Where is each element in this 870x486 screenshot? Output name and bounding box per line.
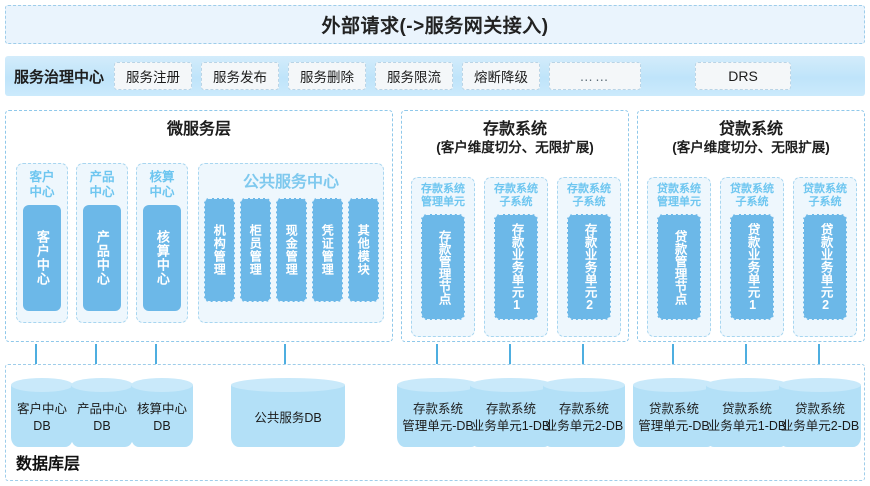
- module-label: 柜员管理: [248, 224, 263, 277]
- governance-button-throttle[interactable]: 服务限流: [375, 62, 454, 90]
- microservice-panel: 微服务层 客户 中心 客户中心 产品 中心 产品中心 核算 中心 核算中心: [5, 110, 393, 342]
- db-public-service[interactable]: 公共服务DB: [231, 378, 345, 447]
- unit-core-label: 存款业务单元2: [582, 222, 597, 312]
- module-label: 机构管理: [212, 224, 227, 277]
- unit-label: 存款系统 管理单元: [421, 183, 465, 209]
- db-loan-management[interactable]: 贷款系统 管理单元-DB: [633, 378, 715, 447]
- unit-loan-sub-1[interactable]: 贷款系统 子系统 贷款业务单元1: [720, 177, 784, 337]
- unit-loan-sub-2[interactable]: 贷款系统 子系统 贷款业务单元2: [793, 177, 857, 337]
- unit-core: 存款管理节点: [421, 214, 465, 321]
- loan-system-panel: 贷款系统 (客户维度切分、无限扩展) 贷款系统 管理单元 贷款管理节点 贷款系统…: [637, 110, 865, 342]
- db-deposit-unit-1[interactable]: 存款系统 业务单元1-DB: [470, 378, 552, 447]
- db-deposit-unit-2[interactable]: 存款系统 业务单元2-DB: [543, 378, 625, 447]
- module-cash-management[interactable]: 现金管理: [275, 198, 307, 303]
- unit-product-center[interactable]: 产品 中心 产品中心: [76, 163, 128, 323]
- unit-public-service-center[interactable]: 公共服务中心 机构管理 柜员管理 现金管理 凭证管理 其他模块: [198, 163, 384, 323]
- unit-core-label: 存款管理节点: [436, 229, 451, 305]
- unit-customer-center[interactable]: 客户 中心 客户中心: [16, 163, 68, 323]
- governance-title: 服务治理中心: [14, 68, 105, 86]
- unit-label: 贷款系统 子系统: [730, 183, 774, 209]
- db-product-center[interactable]: 产品中心 DB: [71, 378, 133, 447]
- unit-deposit-sub-1[interactable]: 存款系统 子系统 存款业务单元1: [484, 177, 548, 337]
- loan-subtitle: (客户维度切分、无限扩展): [672, 140, 830, 155]
- db-loan-unit-1[interactable]: 贷款系统 业务单元1-DB: [706, 378, 788, 447]
- unit-core-label: 产品中心: [94, 230, 110, 286]
- unit-core-label: 贷款业务单元2: [818, 222, 833, 312]
- unit-core: 贷款业务单元2: [803, 214, 847, 321]
- db-label: 存款系统 管理单元-DB: [402, 402, 474, 433]
- governance-button-delete[interactable]: 服务删除: [288, 62, 367, 90]
- unit-core: 贷款管理节点: [657, 214, 701, 321]
- unit-core: 存款业务单元2: [567, 214, 611, 321]
- unit-core-label: 客户中心: [34, 230, 50, 286]
- unit-core: 存款业务单元1: [494, 214, 538, 321]
- external-request-bar: 外部请求(->服务网关接入): [5, 5, 865, 44]
- deposit-subtitle: (客户维度切分、无限扩展): [436, 140, 594, 155]
- governance-button-circuit-breaker[interactable]: 熔断降级: [462, 62, 541, 90]
- unit-label: 存款系统 子系统: [567, 183, 611, 209]
- module-label: 其他模块: [356, 224, 371, 277]
- governance-button-register[interactable]: 服务注册: [114, 62, 193, 90]
- unit-label: 存款系统 子系统: [494, 183, 538, 209]
- unit-core: 核算中心: [143, 205, 181, 311]
- unit-core-label: 贷款业务单元1: [745, 222, 760, 312]
- unit-label: 客户 中心: [29, 170, 55, 199]
- db-label: 产品中心 DB: [76, 402, 127, 433]
- unit-loan-management[interactable]: 贷款系统 管理单元 贷款管理节点: [647, 177, 711, 337]
- db-deposit-management[interactable]: 存款系统 管理单元-DB: [397, 378, 479, 447]
- database-layer-label: 数据库层: [16, 456, 81, 473]
- db-label: 存款系统 业务单元1-DB: [471, 402, 551, 433]
- db-label: 客户中心 DB: [16, 402, 67, 433]
- unit-core-label: 贷款管理节点: [672, 229, 687, 305]
- db-customer-center[interactable]: 客户中心 DB: [11, 378, 73, 447]
- module-teller-management[interactable]: 柜员管理: [239, 198, 271, 303]
- loan-title-text: 贷款系统: [718, 121, 783, 138]
- governance-button-publish[interactable]: 服务发布: [201, 62, 280, 90]
- db-label: 存款系统 业务单元2-DB: [544, 402, 624, 433]
- governance-button-drs[interactable]: DRS: [695, 62, 792, 90]
- unit-core-label: 核算中心: [154, 230, 170, 286]
- deposit-title-text: 存款系统: [482, 121, 547, 138]
- unit-deposit-management[interactable]: 存款系统 管理单元 存款管理节点: [411, 177, 475, 337]
- service-layer: 微服务层 客户 中心 客户中心 产品 中心 产品中心 核算 中心 核算中心: [5, 110, 865, 342]
- module-org-management[interactable]: 机构管理: [203, 198, 235, 303]
- db-label: 贷款系统 业务单元1-DB: [707, 402, 787, 433]
- module-other[interactable]: 其他模块: [347, 198, 379, 303]
- external-request-title: 外部请求(->服务网关接入): [321, 16, 549, 37]
- unit-deposit-sub-2[interactable]: 存款系统 子系统 存款业务单元2: [557, 177, 621, 337]
- loan-panel-title: 贷款系统 (客户维度切分、无限扩展): [638, 111, 864, 157]
- public-center-modules: 机构管理 柜员管理 现金管理 凭证管理 其他模块: [203, 198, 379, 303]
- unit-label: 贷款系统 管理单元: [657, 183, 701, 209]
- unit-core: 客户中心: [23, 205, 61, 311]
- unit-accounting-center[interactable]: 核算 中心 核算中心: [136, 163, 188, 323]
- module-label: 现金管理: [284, 224, 299, 277]
- database-layer: 客户中心 DB 产品中心 DB 核算中心 DB 公共服务DB 存款系统 管理单元…: [5, 364, 865, 481]
- unit-label: 产品 中心: [89, 170, 115, 199]
- db-label: 公共服务DB: [254, 410, 322, 425]
- deposit-system-panel: 存款系统 (客户维度切分、无限扩展) 存款系统 管理单元 存款管理节点 存款系统…: [401, 110, 629, 342]
- unit-core: 产品中心: [83, 205, 121, 311]
- service-governance-bar: 服务治理中心 服务注册 服务发布 服务删除 服务限流 熔断降级 …… DRS: [5, 56, 865, 96]
- db-label: 贷款系统 管理单元-DB: [638, 402, 710, 433]
- public-center-label: 公共服务中心: [242, 174, 339, 191]
- unit-core-label: 存款业务单元1: [509, 222, 524, 312]
- governance-button-more[interactable]: ……: [549, 62, 642, 90]
- deposit-panel-title: 存款系统 (客户维度切分、无限扩展): [402, 111, 628, 157]
- module-voucher-management[interactable]: 凭证管理: [311, 198, 343, 303]
- unit-core: 贷款业务单元1: [730, 214, 774, 321]
- module-label: 凭证管理: [320, 224, 335, 277]
- db-label: 贷款系统 业务单元2-DB: [780, 402, 860, 433]
- unit-label: 核算 中心: [149, 170, 175, 199]
- microservice-panel-title: 微服务层: [166, 121, 231, 138]
- db-loan-unit-2[interactable]: 贷款系统 业务单元2-DB: [779, 378, 861, 447]
- db-accounting-center[interactable]: 核算中心 DB: [131, 378, 193, 447]
- db-label: 核算中心 DB: [136, 402, 187, 433]
- unit-label: 贷款系统 子系统: [803, 183, 847, 209]
